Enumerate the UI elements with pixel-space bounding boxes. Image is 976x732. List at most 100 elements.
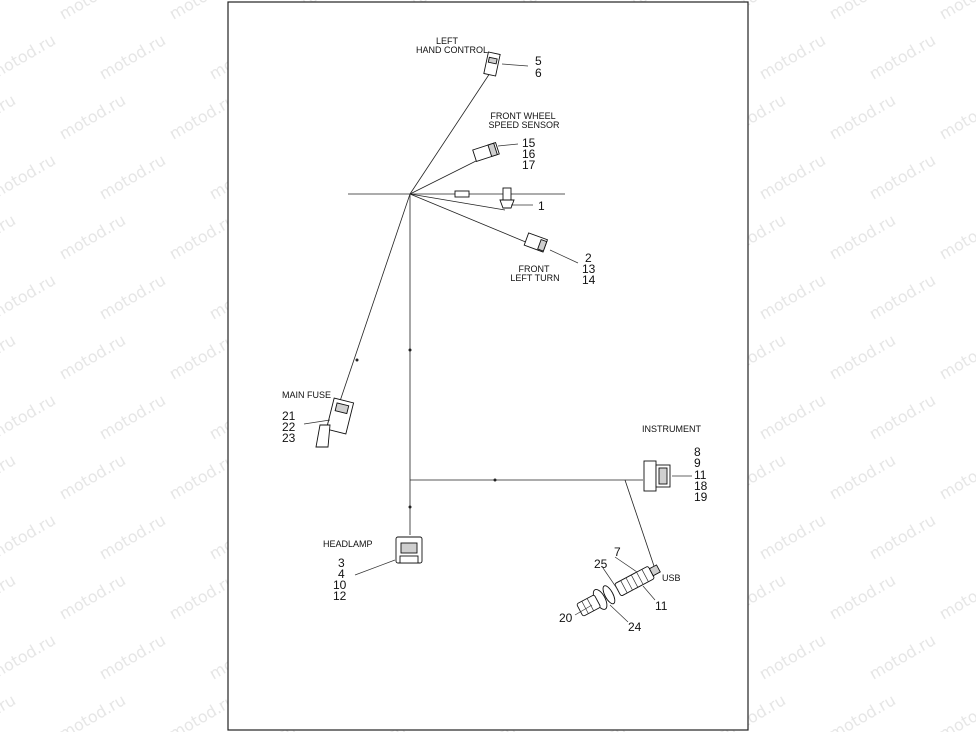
watermark-text: motod.ru: [0, 630, 59, 683]
callout-3: 3: [338, 556, 345, 570]
callout-25: 25: [594, 557, 608, 571]
watermark-text: motod.ru: [936, 690, 976, 732]
watermark-text: motod.ru: [96, 150, 169, 203]
left-hand-control-connector: [483, 51, 529, 77]
label-main-fuse: MAIN FUSE: [282, 390, 331, 400]
watermark-text: motod.ru: [756, 630, 829, 683]
watermark-text: motod.ru: [826, 570, 899, 623]
label-front-left-turn-1: FRONT: [519, 264, 550, 274]
harness-wires: [336, 69, 657, 573]
watermark-text: motod.ru: [96, 390, 169, 443]
label-front-left-turn-2: LEFT TURN: [510, 273, 559, 283]
label-usb: USB: [662, 573, 681, 583]
usb-leader-25: [602, 567, 619, 591]
watermark-text: motod.ru: [866, 630, 939, 683]
callout-2: 2: [585, 251, 592, 265]
main-fuse: [303, 397, 355, 448]
callout-9: 9: [694, 456, 701, 470]
headlamp-connector: [354, 536, 423, 576]
watermark-text: motod.ru: [866, 390, 939, 443]
callout-22: 22: [282, 420, 296, 434]
front-wheel-speed-sensor: [472, 142, 519, 162]
watermark-text: motod.ru: [756, 30, 829, 83]
callout-18: 18: [694, 479, 708, 493]
diagram-frame: [227, 1, 749, 731]
watermark-text: motod.ru: [936, 90, 976, 143]
callout-19: 19: [694, 490, 708, 504]
watermark-text: motod.ru: [0, 390, 59, 443]
watermark-text: motod.ru: [756, 150, 829, 203]
callout-15: 15: [522, 136, 536, 150]
label-instrument: INSTRUMENT: [642, 424, 701, 434]
label-front-wheel-1: FRONT WHEEL: [490, 111, 555, 121]
watermark-text: motod.ru: [936, 570, 976, 623]
watermark-text: motod.ru: [756, 390, 829, 443]
label-left-hand-control-2: HAND CONTROL: [416, 45, 488, 55]
watermark-text: motod.ru: [826, 90, 899, 143]
watermark-text: motod.ru: [0, 330, 19, 383]
watermark-text: motod.ru: [56, 210, 129, 263]
watermark-text: motod.ru: [826, 690, 899, 732]
callout-1: 1: [538, 199, 545, 213]
callout-6: 6: [535, 66, 542, 80]
watermark-text: motod.ru: [96, 30, 169, 83]
callout-12: 12: [333, 589, 347, 603]
callout-11-usb: 11: [655, 599, 668, 613]
watermark-text: motod.ru: [56, 0, 129, 23]
watermark-text: motod.ru: [56, 90, 129, 143]
callout-21: 21: [282, 409, 296, 423]
callout-10: 10: [333, 578, 347, 592]
watermark-text: motod.ru: [96, 510, 169, 563]
watermark-text: motod.ru: [56, 690, 129, 732]
label-left-hand-control-1: LEFT: [436, 36, 459, 46]
watermark-text: motod.ru: [0, 150, 59, 203]
callout-7: 7: [614, 545, 621, 559]
watermark-text: motod.ru: [756, 270, 829, 323]
callout-14: 14: [582, 273, 596, 287]
watermark-text: motod.ru: [56, 330, 129, 383]
watermark-text: motod.ru: [0, 90, 19, 143]
label-front-wheel-2: SPEED SENSOR: [488, 120, 560, 130]
label-headlamp: HEADLAMP: [323, 539, 373, 549]
watermark-text: motod.ru: [826, 450, 899, 503]
watermark-text: motod.ru: [936, 450, 976, 503]
watermark-text: motod.ru: [866, 150, 939, 203]
callout-11-instrument: 11: [694, 468, 707, 482]
usb-leader-24: [609, 604, 629, 623]
harness-clip: [499, 187, 533, 209]
watermark-text: motod.ru: [0, 0, 19, 23]
callout-23: 23: [282, 431, 296, 445]
watermark-text: motod.ru: [0, 510, 59, 563]
callout-16: 16: [522, 147, 536, 161]
watermark-text: motod.ru: [936, 0, 976, 23]
watermark-text: motod.ru: [826, 330, 899, 383]
watermark-text: motod.ru: [0, 210, 19, 263]
watermark-text: motod.ru: [96, 270, 169, 323]
watermark-text: motod.ru: [936, 210, 976, 263]
watermark-text: motod.ru: [936, 330, 976, 383]
watermark-text: motod.ru: [0, 450, 19, 503]
callout-8: 8: [694, 445, 701, 459]
watermark-text: motod.ru: [866, 510, 939, 563]
callout-5: 5: [535, 54, 542, 68]
instrument-connector: [643, 460, 692, 492]
usb-leader-7: [614, 556, 638, 573]
callout-13: 13: [582, 262, 596, 276]
callout-20: 20: [559, 611, 573, 625]
watermark-text: motod.ru: [826, 0, 899, 23]
watermark-text: motod.ru: [0, 270, 59, 323]
watermark-text: motod.ru: [0, 690, 19, 732]
callout-24: 24: [628, 620, 642, 634]
watermark-text: motod.ru: [0, 30, 59, 83]
usb-leader-20: [574, 604, 593, 616]
front-left-turn-connector: [523, 232, 579, 264]
usb-leader-11: [642, 585, 656, 601]
watermark-text: motod.ru: [756, 510, 829, 563]
watermark-text: motod.ru: [866, 30, 939, 83]
watermark-text: motod.ru: [96, 630, 169, 683]
callout-17: 17: [522, 158, 536, 172]
watermark-text: motod.ru: [56, 570, 129, 623]
watermark-text: motod.ru: [0, 570, 19, 623]
watermark-text: motod.ru: [56, 450, 129, 503]
